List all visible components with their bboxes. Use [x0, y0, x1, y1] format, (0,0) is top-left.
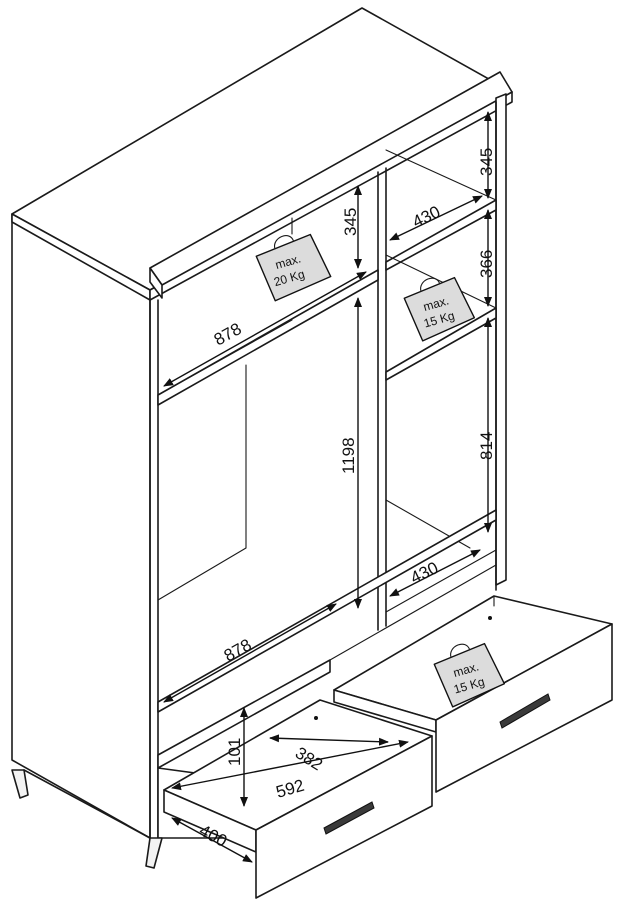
- dim-bottom-width-878: 878: [221, 635, 255, 665]
- dim-top-left-345: 345: [341, 208, 360, 236]
- left-side-panel: [11, 213, 151, 839]
- dim-right-depth-upper-430: 430: [409, 202, 443, 232]
- dim-right-lower-814: 814: [477, 432, 496, 460]
- weight-badge-top-right: max. 15 Kg: [403, 276, 476, 342]
- top-left-shelf: [157, 269, 379, 406]
- dim-top-right-345: 345: [477, 148, 496, 176]
- front-frame: [149, 101, 497, 839]
- dim-top-width-878: 878: [211, 319, 245, 349]
- right-drawer-handle[interactable]: [499, 693, 551, 729]
- weight-drawer-line1: max.: [452, 659, 481, 680]
- right-side-panel: [495, 93, 507, 586]
- legs: [11, 769, 163, 869]
- right-middle-shelf: [385, 254, 497, 381]
- weight-badge-drawer: max. 15 Kg: [433, 642, 506, 708]
- left-drawer-handle[interactable]: [323, 801, 375, 835]
- dim-right-middle-366: 366: [477, 250, 496, 278]
- weight-top-right-line1: max.: [422, 293, 451, 314]
- weight-top-left-line1: max.: [274, 251, 303, 272]
- weight-badge-top-left: max. 20 Kg: [255, 233, 332, 302]
- dim-drawer-height-101: 101: [225, 738, 244, 766]
- dimension-lines: [163, 111, 492, 863]
- dim-hanging-1198: 1198: [339, 437, 358, 474]
- top-trim: [149, 71, 513, 299]
